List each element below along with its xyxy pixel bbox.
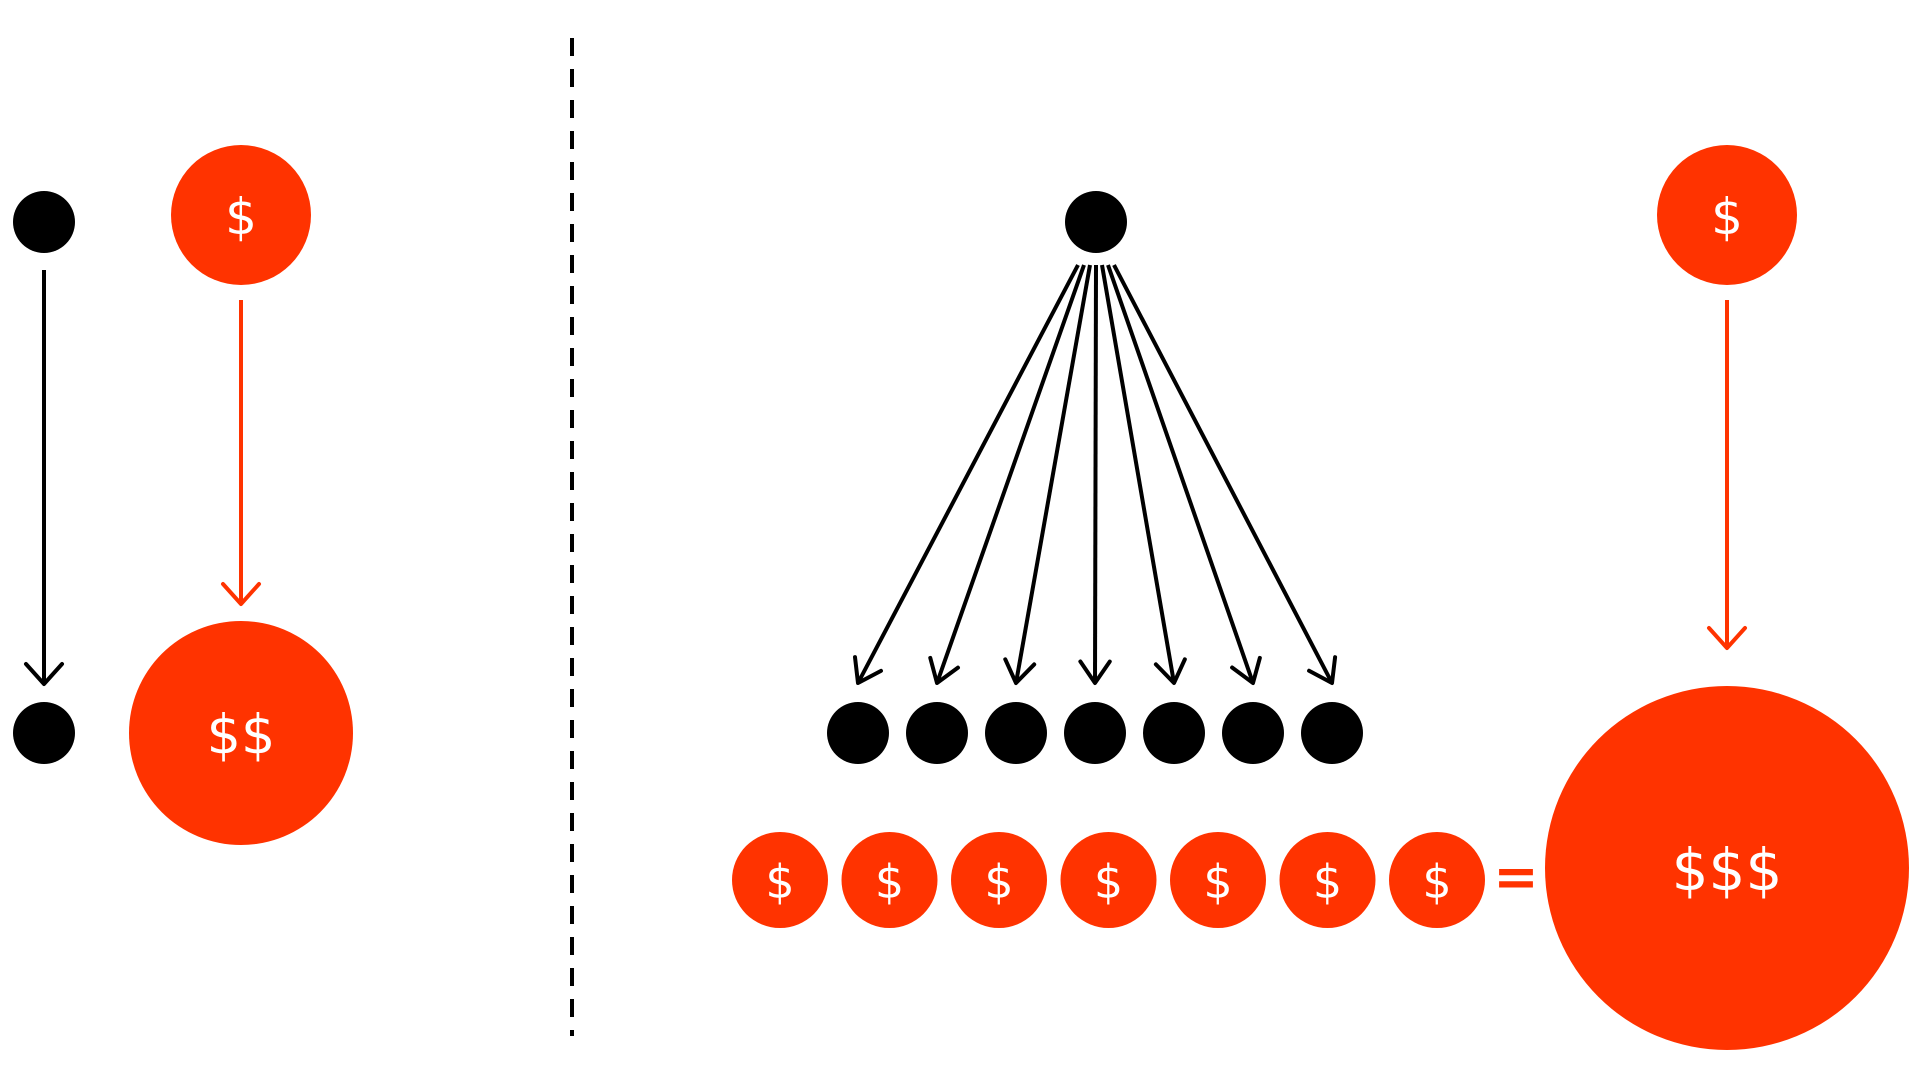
recipient-node <box>1222 702 1284 764</box>
coin-label: $ <box>875 855 904 909</box>
source-node <box>13 191 75 253</box>
coin-label: $$$ <box>1672 836 1783 904</box>
coin-label: $ <box>1711 188 1743 246</box>
red-arrow <box>1707 300 1747 650</box>
coin-label: $ <box>1422 855 1451 909</box>
coin-label: $ <box>1203 855 1232 909</box>
fan-source-node <box>1065 191 1127 253</box>
small-dollar-coin: $ <box>732 832 828 928</box>
recipient-node <box>906 702 968 764</box>
fan-arrow <box>1078 264 1112 685</box>
small-dollar-coin: $ <box>1389 832 1485 928</box>
coin-label: $ <box>225 188 257 246</box>
fan-arrow <box>1003 264 1092 685</box>
equals-sign: = <box>1493 846 1538 909</box>
small-dollar-coin: $ <box>171 145 311 285</box>
fan-arrow <box>853 264 1080 685</box>
coin-label: $ <box>765 855 794 909</box>
black-arrow <box>24 270 64 686</box>
small-dollar-coin: $ <box>1657 145 1797 285</box>
small-dollar-coin: $ <box>1060 832 1157 928</box>
left-panel: $ $$ <box>13 145 353 845</box>
coin-label: $$ <box>207 704 276 767</box>
fan-arrow <box>928 264 1086 685</box>
small-dollar-coin: $ <box>1170 832 1266 928</box>
small-dollar-coin: $ <box>1279 832 1376 928</box>
recipient-node <box>1301 702 1363 764</box>
medium-dollar-coin: $$ <box>129 621 353 845</box>
recipient-node <box>985 702 1047 764</box>
target-node <box>13 702 75 764</box>
red-arrow <box>221 300 261 606</box>
large-dollar-coin: $$$ <box>1545 686 1909 1050</box>
right-panel: $$$$$$$ = $ $$$ <box>732 145 1909 1050</box>
small-dollar-coin: $ <box>841 832 938 928</box>
small-dollar-coin: $ <box>951 832 1047 928</box>
fan-arrow <box>1106 264 1262 685</box>
coin-label: $ <box>984 855 1013 909</box>
fan-arrow <box>1100 264 1187 685</box>
recipient-node <box>1143 702 1205 764</box>
recipient-nodes <box>827 702 1363 764</box>
fan-arrows <box>853 264 1338 685</box>
coin-label: $ <box>1313 855 1342 909</box>
recipient-node <box>1064 702 1126 764</box>
fan-arrow <box>1112 264 1338 685</box>
recipient-node <box>827 702 889 764</box>
small-coins-row: $ $ $ $ $ $ $ <box>732 832 1485 928</box>
coin-label: $ <box>1094 855 1123 909</box>
